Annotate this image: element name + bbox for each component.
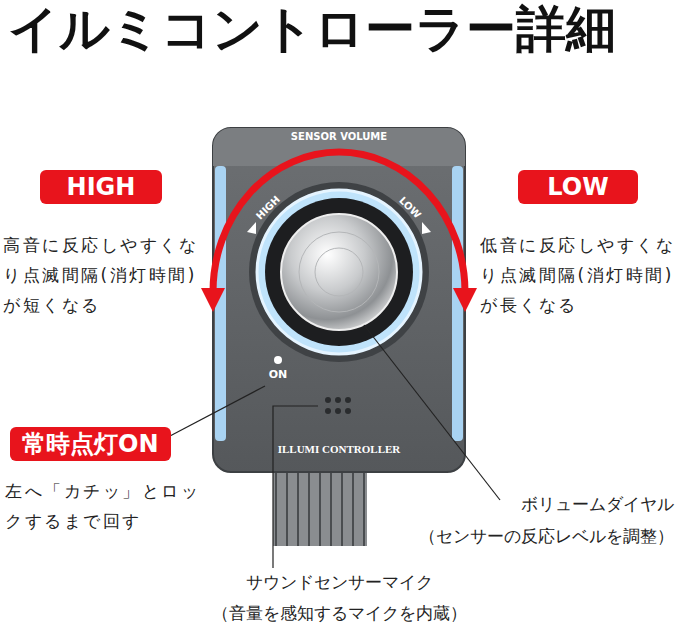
- mic-hole: [335, 397, 341, 403]
- callout-note: （センサーの反応レベルを調整）: [419, 526, 674, 546]
- callout-label: ボリュームダイヤル: [521, 494, 674, 514]
- mic-holes: [325, 397, 351, 414]
- leader-line: [170, 386, 265, 436]
- page-title: イルミコントローラー詳細: [8, 0, 616, 58]
- cable-wire: [297, 472, 299, 546]
- cable-wire: [308, 472, 310, 546]
- cable-wire: [330, 472, 332, 546]
- description-text: 低音に反応しやすくなり点滅間隔(消灯時間)が長くなる: [480, 230, 676, 320]
- volume-knob: [281, 214, 397, 330]
- description-text: 高音に反応しやすくなり点滅間隔(消灯時間)が短くなる: [3, 230, 199, 320]
- cable-wire: [352, 472, 354, 546]
- arrow-head: [453, 288, 477, 312]
- panel-label: SENSOR VOLUME: [291, 131, 387, 143]
- leader-line: [364, 325, 500, 500]
- cable: [273, 462, 367, 546]
- rotation-arrow: [213, 152, 465, 292]
- red-badge: 常時点灯ON: [10, 427, 171, 461]
- direction-triangle: [247, 222, 256, 234]
- cable-wire: [363, 472, 365, 546]
- mic-hole: [325, 408, 331, 414]
- on-mark: ON: [269, 368, 288, 381]
- red-badge: LOW: [518, 170, 638, 204]
- cable-wire: [286, 472, 288, 546]
- direction-triangle: [422, 222, 431, 234]
- red-badge: HIGH: [40, 170, 162, 204]
- cable-wires: [276, 472, 364, 546]
- cable-wire: [341, 472, 343, 546]
- dial-ring: [265, 198, 413, 346]
- product-name: ILLUMI CONTROLLER: [278, 443, 401, 456]
- callout-label: サウンドセンサーマイク: [246, 572, 433, 592]
- knob-texture: [299, 232, 379, 312]
- controller-housing: [213, 128, 465, 472]
- callout-note: （音量を感知するマイクを内蔵）: [212, 603, 467, 623]
- dial-glow-ring: [257, 190, 421, 354]
- callout-badge-group: HIGH高音に反応しやすくなり点滅間隔(消灯時間)が短くなる: [40, 170, 162, 204]
- callout-badge-group: LOW低音に反応しやすくなり点滅間隔(消灯時間)が長くなる: [518, 170, 638, 204]
- leader-line: [273, 406, 318, 568]
- housing-top-panel: [213, 128, 465, 166]
- mic-hole: [345, 408, 351, 414]
- cable-wire: [319, 472, 321, 546]
- arrow-head: [201, 288, 225, 312]
- mic-hole: [345, 397, 351, 403]
- mic-hole: [335, 408, 341, 414]
- mic-hole: [325, 397, 331, 403]
- description-text: 左へ「カチッ」とロックするまで回す: [5, 476, 201, 536]
- knob-texture: [315, 248, 363, 296]
- callout-badge-group: 常時点灯ON左へ「カチッ」とロックするまで回す: [10, 427, 171, 461]
- cable-wire: [275, 472, 277, 546]
- dial-bezel: [249, 182, 429, 362]
- on-dot: [274, 356, 282, 364]
